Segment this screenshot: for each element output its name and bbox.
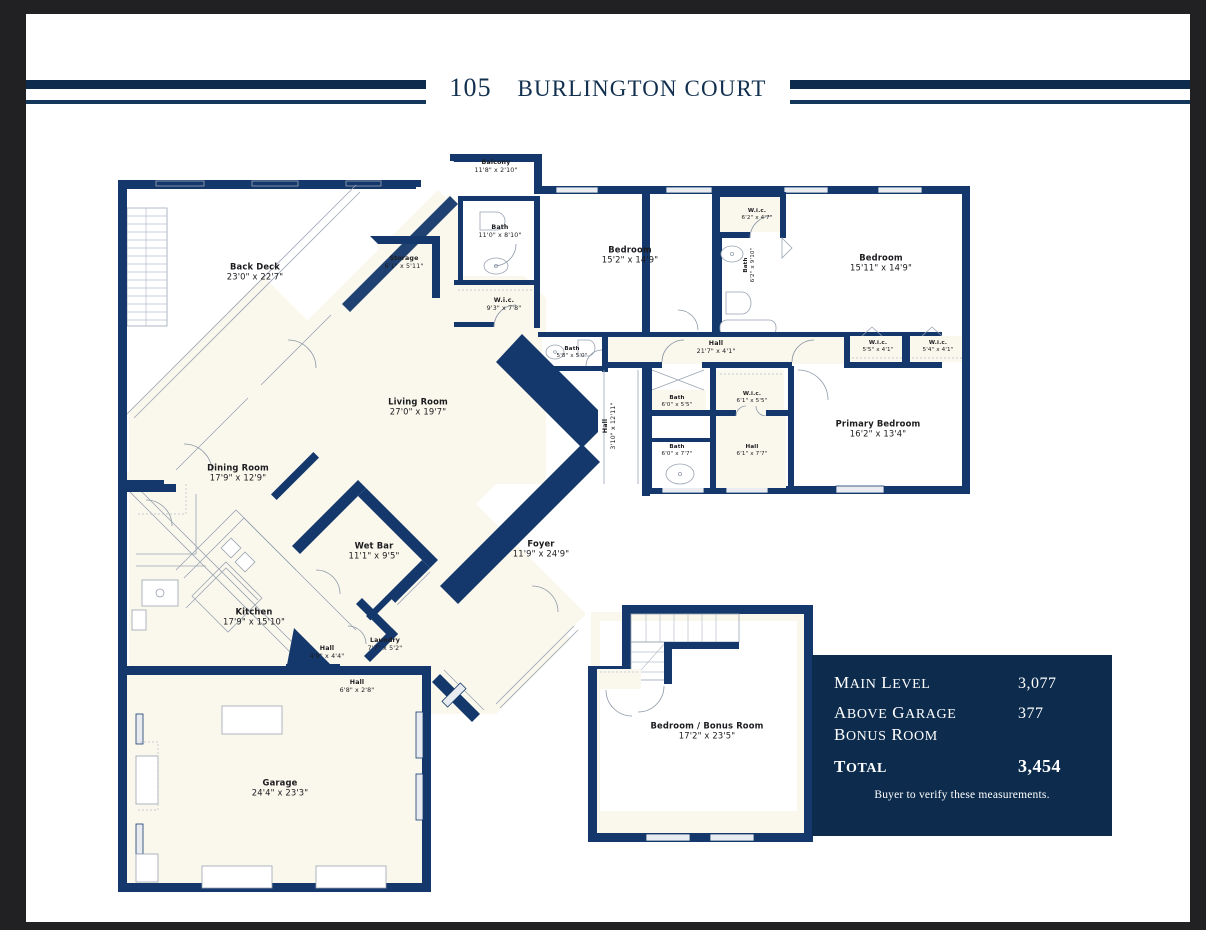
title-street-number: 105 — [449, 73, 492, 102]
legend-row-bonus-room: ABOVE GARAGE BONUS ROOM 377 — [834, 702, 1090, 745]
legend-bonus-room-line2: BONUS ROOM — [834, 724, 938, 744]
legend-above-garage-line1: ABOVE GARAGE — [834, 703, 957, 722]
deck-stairs — [126, 207, 168, 327]
page-title: 105 BURLINGTON COURT — [26, 70, 1190, 104]
legend-main-level-value: 3,077 — [1018, 675, 1057, 692]
title-street-name: BURLINGTON COURT — [517, 76, 767, 101]
floor-plan-drawing: .fill { fill: #faf8ec; stroke: none; } .… — [26, 14, 1190, 922]
rule-thick-left — [26, 80, 426, 89]
legend-total-value: 3,454 — [1018, 756, 1061, 776]
rule-thin-right — [790, 100, 1190, 104]
bonus-stairs — [630, 613, 740, 684]
legend-bonus-room-value: 377 — [1018, 705, 1044, 722]
right-wing — [538, 186, 970, 496]
legend-disclaimer-note: Buyer to verify these measurements. — [874, 789, 1050, 801]
plan-sheet: 105 BURLINGTON COURT .fill { fill: #faf8… — [26, 14, 1190, 922]
legend-bonus-room-label: ABOVE GARAGE BONUS ROOM — [834, 702, 956, 745]
floor-plan-svg: .fill { fill: #faf8ec; stroke: none; } .… — [118, 154, 970, 892]
area-summary-legend: MAIN LEVEL 3,077 ABOVE GARAGE BONUS ROOM… — [812, 655, 1112, 836]
legend-row-total: TOTAL 3,454 — [834, 756, 1090, 777]
foyer-area — [432, 585, 579, 722]
legend-total-label: TOTAL — [834, 757, 887, 776]
rule-thin-left — [26, 100, 426, 104]
title-band: 105 BURLINGTON COURT — [26, 73, 1190, 128]
upper-left-cluster — [370, 154, 608, 372]
diagonal-walls — [118, 180, 600, 729]
title-rule-right — [790, 76, 1190, 110]
title-rule-left — [26, 76, 426, 110]
living-dining — [118, 208, 438, 680]
legend-row-main-level: MAIN LEVEL 3,077 — [834, 673, 1090, 693]
center-hall — [603, 370, 639, 484]
garage-area — [118, 666, 431, 892]
bonus-room-area — [588, 605, 813, 842]
rule-thick-right — [790, 80, 1190, 89]
legend-main-level-label: MAIN LEVEL — [834, 673, 931, 692]
back-deck-area — [118, 180, 421, 514]
